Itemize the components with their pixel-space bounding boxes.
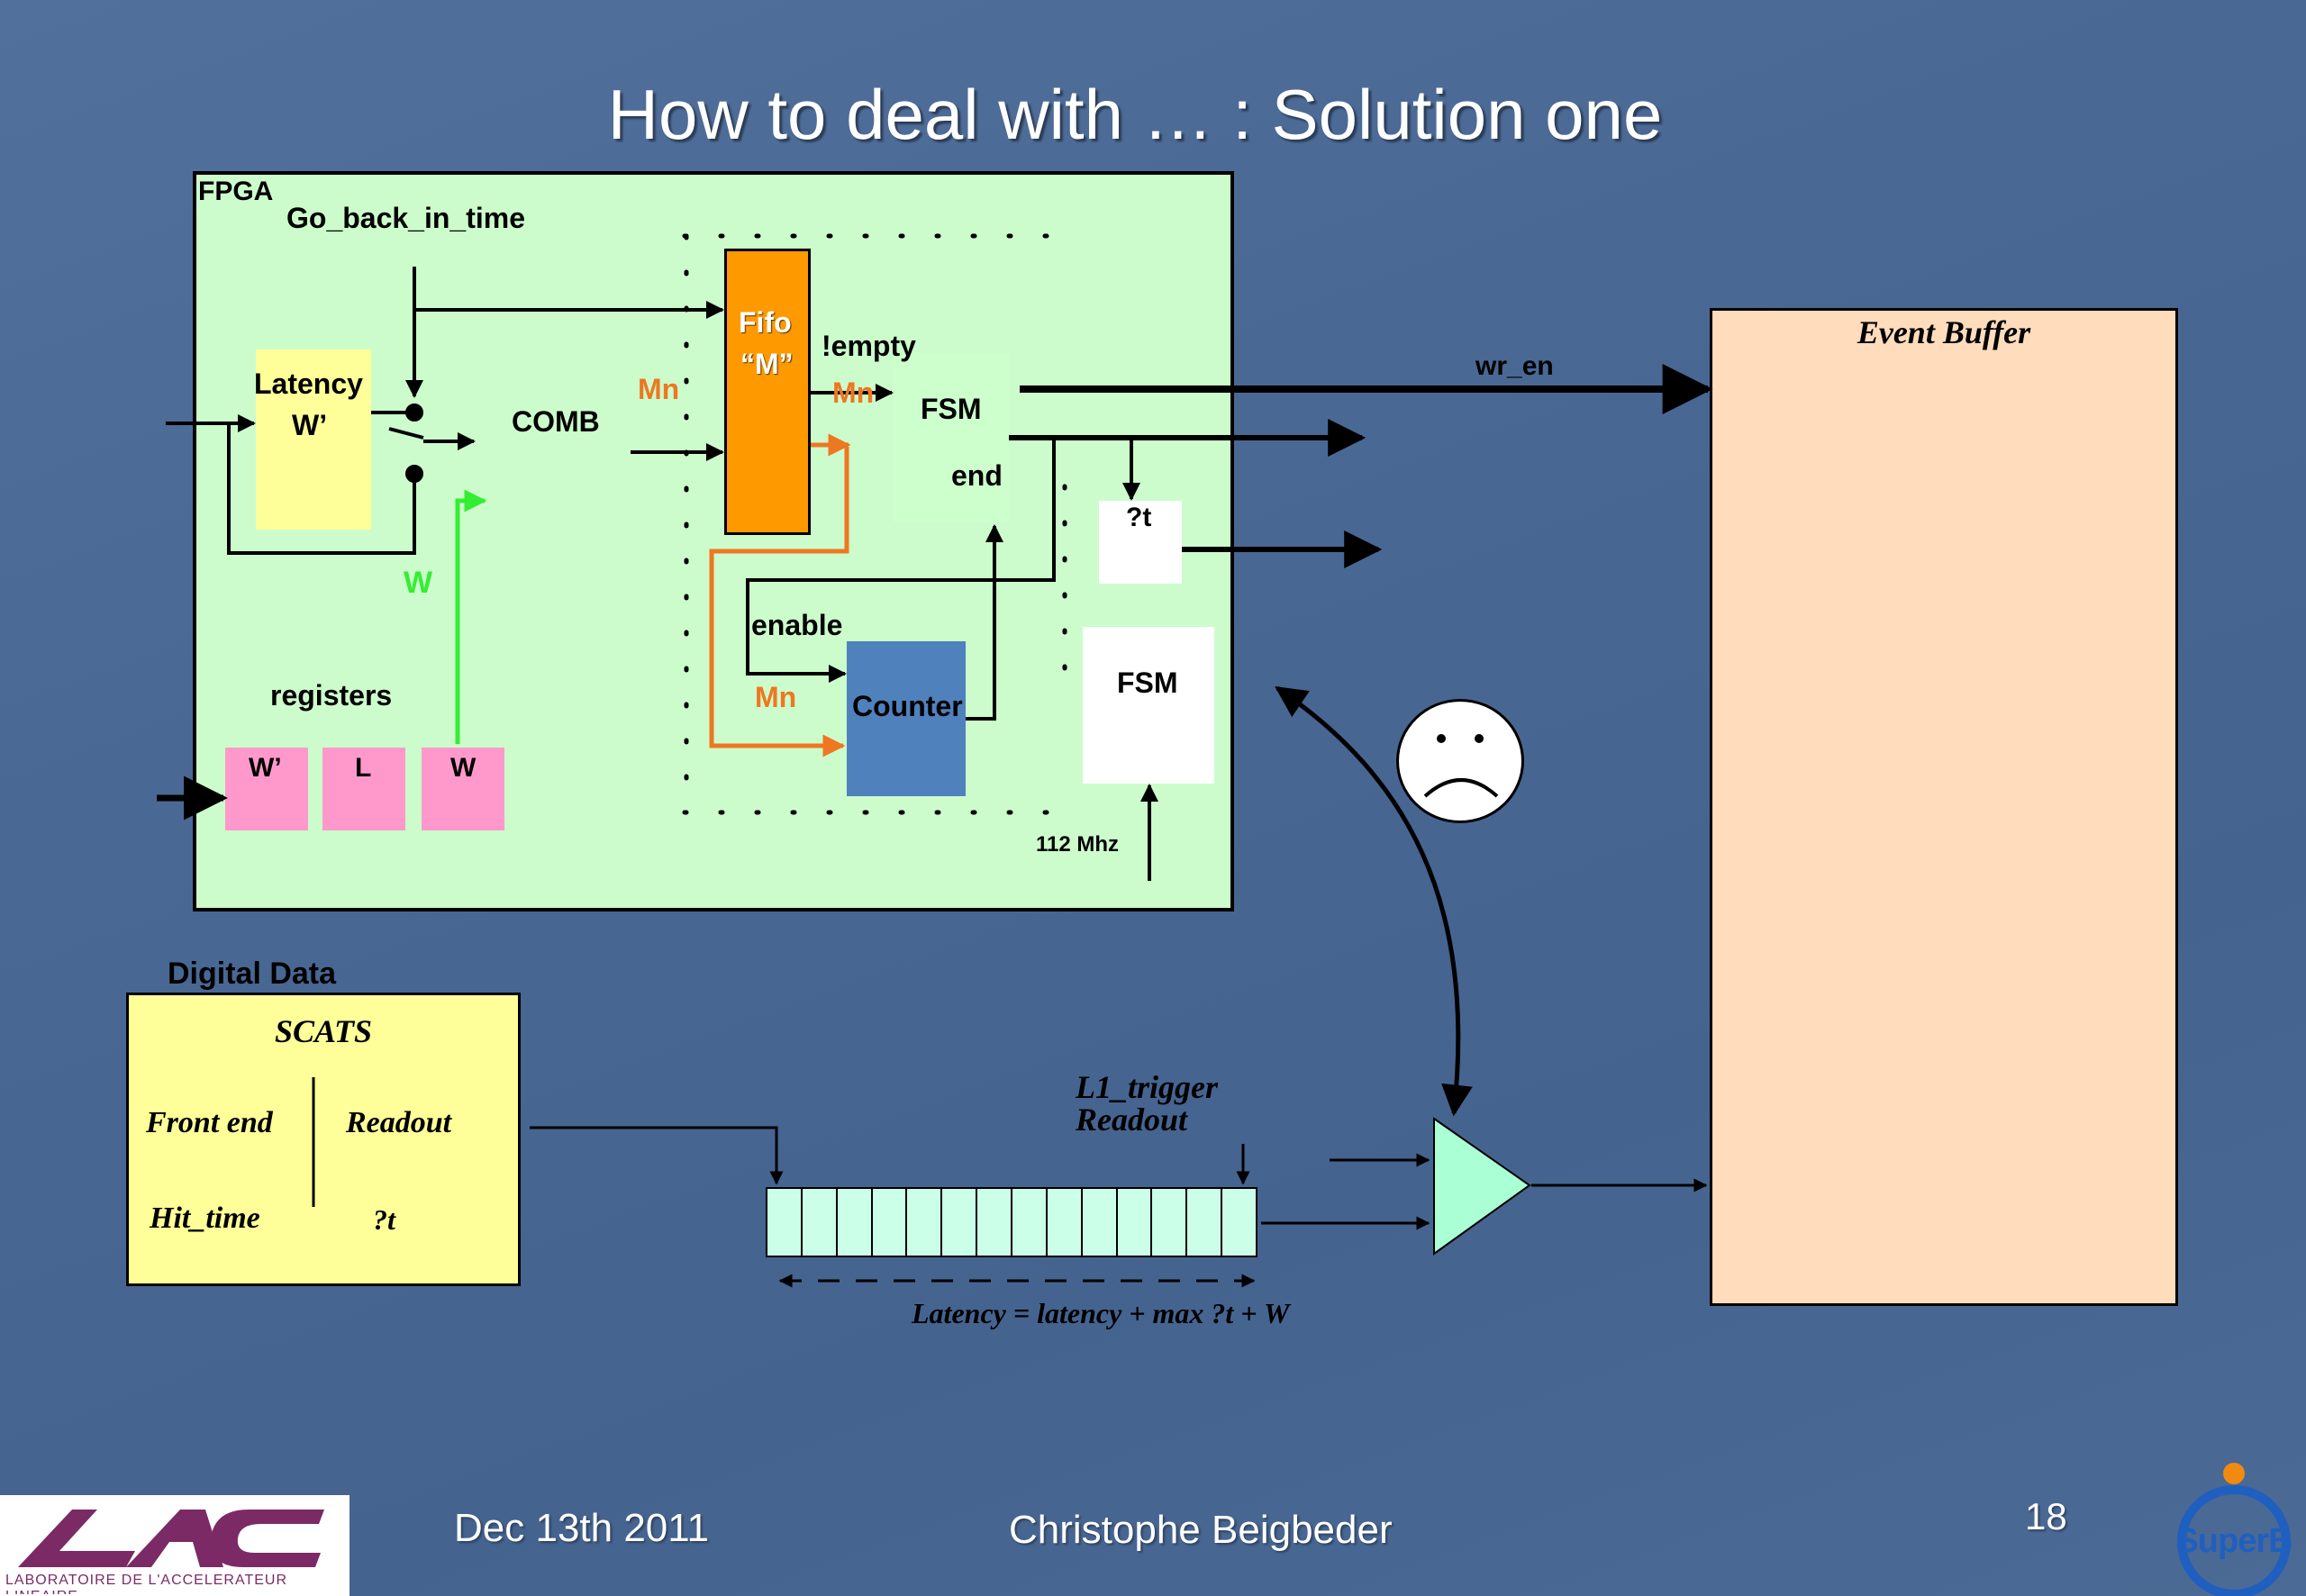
latency-w-label: W’ <box>292 409 328 441</box>
green-w-wire <box>455 489 487 744</box>
counter-label: Counter <box>852 690 963 722</box>
scats-delta-t-label: ?t <box>373 1203 395 1236</box>
readout-label: Readout <box>346 1106 452 1139</box>
footer-author: Christophe Beigbeder <box>1009 1508 1393 1552</box>
pipeline-cell <box>907 1189 943 1256</box>
bypass-wire <box>227 423 416 555</box>
fpga-label: FPGA <box>198 177 274 206</box>
pipeline-cell <box>1152 1189 1188 1256</box>
comparator <box>1433 1117 1531 1256</box>
fifo-block <box>724 249 811 535</box>
scats-title: SCATS <box>274 1013 373 1049</box>
pipeline-cell <box>1048 1189 1083 1256</box>
register-l-label: L <box>355 753 372 783</box>
superb-logo <box>2177 1463 2291 1596</box>
digital-data-label: Digital Data <box>168 957 337 991</box>
front-end-label: Front end <box>146 1106 273 1139</box>
delta-t-label: ?t <box>1126 503 1152 532</box>
enable-label: enable <box>751 609 843 641</box>
sad-face-features <box>1423 734 1499 798</box>
fsm2-label: FSM <box>1117 667 1178 699</box>
w-green-label: W <box>404 566 433 600</box>
slide-title: How to deal with … : Solution one <box>607 75 1663 154</box>
latency-formula: Latency = latency + max ?t + W <box>912 1297 1290 1329</box>
register-w <box>422 748 504 830</box>
curved-double-arrow <box>1275 685 1473 1117</box>
mn-fifo-label: Mn <box>832 376 875 409</box>
pipeline-cell <box>942 1189 978 1256</box>
mn-input-label: Mn <box>638 373 680 405</box>
counter-block <box>847 641 966 796</box>
fifo-m-label: “M” <box>740 348 794 380</box>
end-label: end <box>951 459 1003 492</box>
pipeline-cell <box>873 1189 908 1256</box>
superb-logo-text: SuperB <box>2175 1522 2292 1560</box>
enable-wire <box>746 438 1056 683</box>
counter-end-wire <box>966 524 1003 721</box>
scats-block <box>126 993 521 1286</box>
fsm-block <box>894 353 1009 522</box>
pipeline-cell <box>803 1189 838 1256</box>
pipeline-cell <box>1012 1189 1048 1256</box>
lal-logo <box>0 1495 350 1596</box>
event-buffer-title: Event Buffer <box>1857 314 2031 350</box>
register-w-prime-label: W’ <box>249 753 282 783</box>
mn-counter-label: Mn <box>755 681 797 713</box>
page-number: 18 <box>2025 1495 2067 1537</box>
dotted-boundary <box>682 233 1067 815</box>
lal-logo-caption: LABORATOIRE DE L'ACCELERATEUR LINEAIRE <box>5 1573 288 1594</box>
orange-mn-wire <box>709 447 849 757</box>
pipeline-cell <box>1187 1189 1223 1256</box>
footer-date: Dec 13th 2011 <box>454 1506 709 1550</box>
comb-label: COMB <box>512 405 600 438</box>
l1-trigger-label: L1_trigger <box>1076 1069 1218 1105</box>
empty-label: !empty <box>822 330 916 362</box>
register-l <box>322 748 405 830</box>
pipeline-readout-label: Readout <box>1076 1102 1188 1138</box>
pipeline-cell <box>767 1189 803 1256</box>
latency-block <box>256 349 371 530</box>
pipeline-cell <box>1118 1189 1153 1256</box>
register-w-prime <box>225 748 308 830</box>
hit-time-label: Hit_time <box>150 1202 260 1235</box>
fsm-label: FSM <box>921 393 982 425</box>
go-back-label: Go_back_in_time <box>286 202 525 234</box>
pipeline-cell <box>1083 1189 1118 1256</box>
pipeline-cell <box>838 1189 873 1256</box>
fsm2-block <box>1083 627 1214 784</box>
pipeline-cell <box>977 1189 1013 1256</box>
pipeline-buffer <box>766 1187 1257 1257</box>
event-buffer <box>1710 308 2178 1306</box>
scats-pipeline-wire <box>530 1126 784 1185</box>
registers-label: registers <box>270 679 393 712</box>
fifo-label: Fifo <box>739 306 792 339</box>
delta-t-block <box>1099 501 1182 584</box>
clock-label: 112 Mhz <box>1036 832 1120 857</box>
latency-label: Latency <box>254 367 363 400</box>
register-w-label: W <box>450 753 477 783</box>
wr-en-label: wr_en <box>1475 351 1554 381</box>
